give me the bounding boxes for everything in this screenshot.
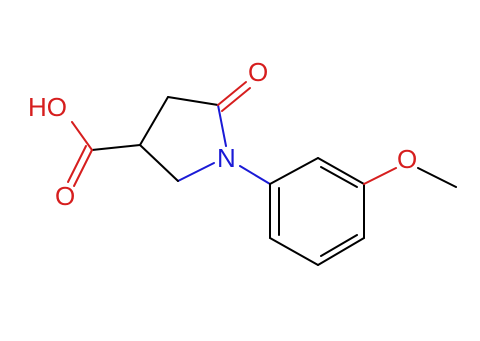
bond-c-o-double-b — [67, 145, 87, 183]
bond-c5-n — [217, 104, 227, 147]
bond-c-oh — [71, 121, 93, 151]
bond-c2-c3 — [139, 144, 179, 182]
bond-c5-o-double-a — [217, 81, 247, 106]
bond-ar2-ar3 — [317, 157, 365, 185]
bond-c3-c4 — [139, 96, 169, 146]
bond-n-c2 — [177, 162, 215, 182]
carboxyl-oxygen-label: O — [55, 181, 75, 211]
bond-c3-cooh — [91, 144, 141, 151]
bond-ar-inner-b — [320, 234, 358, 257]
bond-c-o-double-a — [73, 149, 93, 187]
bond-o-ch3 — [417, 167, 457, 188]
bond-n-phenyl — [239, 165, 271, 185]
bond-c4-c5 — [167, 96, 219, 106]
bond-ar4-ar5 — [317, 237, 365, 266]
bond-ar1-ar2 — [269, 157, 319, 185]
ketone-oxygen-label: O — [248, 57, 268, 87]
bond-ar-inner-a — [320, 166, 358, 188]
bond-ar5-ar6 — [269, 237, 319, 266]
nitrogen-label: N — [217, 143, 236, 173]
bond-c5-o-double-b — [221, 87, 251, 112]
hydroxyl-label: HO — [28, 92, 67, 122]
methoxy-oxygen-label: O — [397, 144, 417, 174]
bond-ar-o — [363, 167, 397, 185]
